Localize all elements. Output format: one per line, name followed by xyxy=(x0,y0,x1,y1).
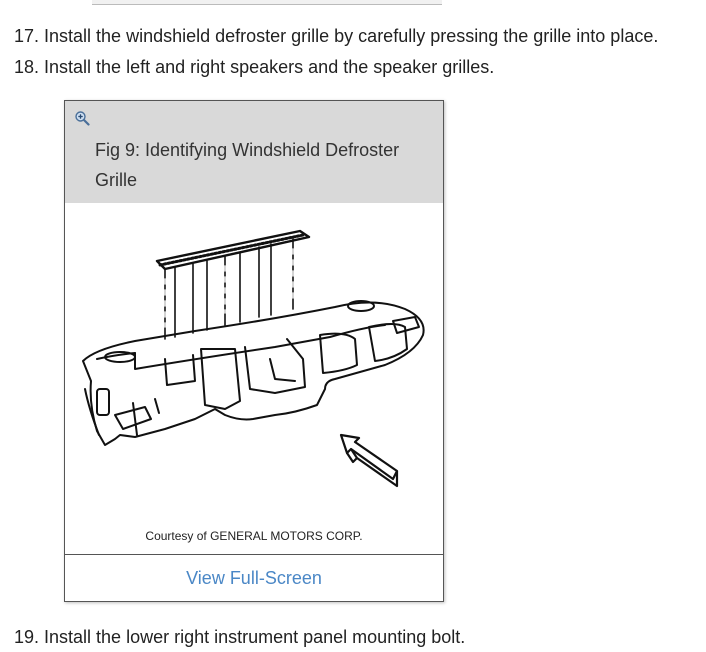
figure-courtesy: Courtesy of GENERAL MOTORS CORP. xyxy=(145,529,363,543)
previous-figure-edge xyxy=(92,0,442,5)
figure-divider xyxy=(65,554,443,555)
view-full-screen-link[interactable]: View Full-Screen xyxy=(186,568,322,588)
figure-card: Fig 9: Identifying Windshield Defroster … xyxy=(64,100,444,602)
figure-header: Fig 9: Identifying Windshield Defroster … xyxy=(65,101,443,203)
defroster-grille-illustration xyxy=(82,229,425,488)
step-18-text: 18. Install the left and right speakers … xyxy=(14,57,495,77)
zoom-in-icon[interactable] xyxy=(74,110,90,126)
figure-caption: Fig 9: Identifying Windshield Defroster … xyxy=(95,140,400,190)
step-19-text: 19. Install the lower right instrument p… xyxy=(14,627,466,647)
step-17-text: 17. Install the windshield defroster gri… xyxy=(14,26,659,46)
